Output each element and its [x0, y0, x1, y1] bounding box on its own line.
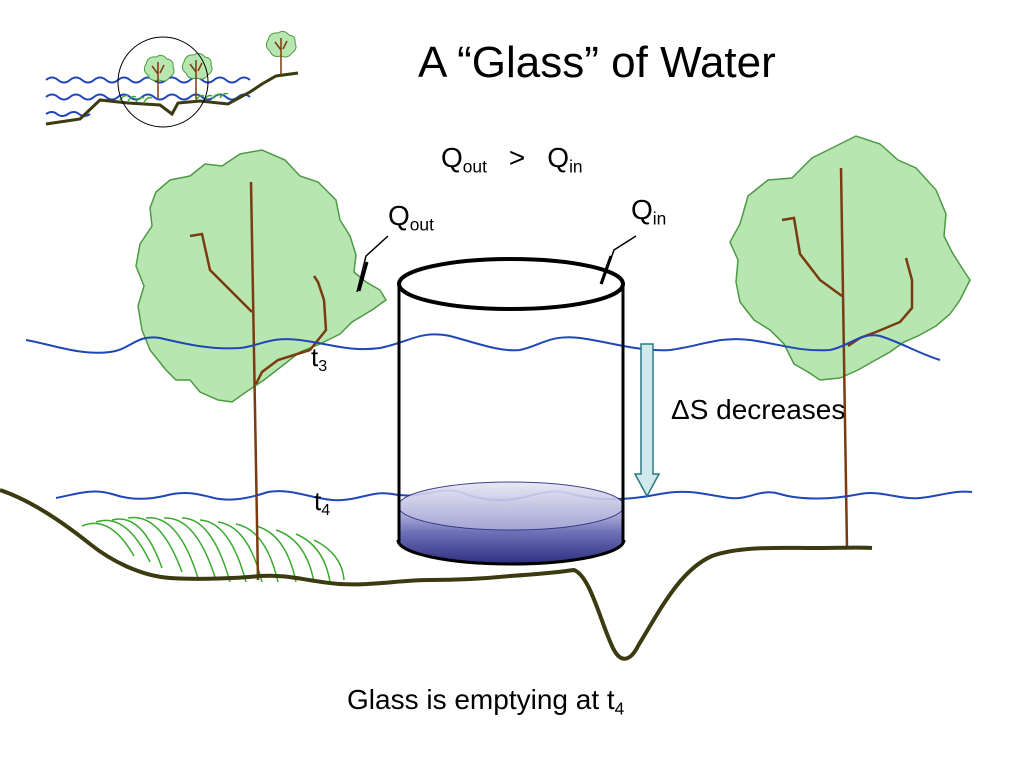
thumbnail-landscape: [45, 30, 299, 128]
left-tree-trunk: [189, 181, 328, 581]
equation-right-subscript: in: [569, 156, 583, 177]
t3-subscript: 3: [318, 357, 328, 376]
q-out-symbol: Q: [388, 200, 410, 231]
storage-change-label: ΔS decreases: [671, 394, 846, 425]
q-out-tick: [357, 261, 369, 292]
t3-label: t3: [311, 342, 328, 376]
q-out-label: Qout: [388, 200, 434, 235]
ground-surface: [0, 488, 873, 661]
equation-left-symbol: Q: [441, 142, 463, 173]
flow-comparison-equation: Qout > Qin: [441, 142, 583, 177]
t3-symbol: t: [311, 342, 319, 372]
thumbnail-tree-1: [143, 54, 175, 98]
equation-operator: >: [508, 142, 526, 173]
storage-decrease-arrow: [633, 343, 661, 498]
thumbnail-ground: [45, 71, 299, 126]
water-line-t3: [25, 333, 941, 361]
q-out-leader-line: [356, 235, 389, 293]
right-tree-canopy: [729, 135, 971, 381]
left-tree-canopy: [135, 149, 387, 403]
t4-symbol: t: [314, 486, 322, 516]
glass: [396, 257, 626, 566]
q-out-subscript: out: [409, 214, 434, 235]
thumbnail-focus-circle: [117, 36, 209, 128]
thumbnail-tree-2: [181, 52, 213, 99]
grass: [81, 516, 345, 583]
t4-subscript: 4: [321, 501, 331, 520]
thumbnail-grass: [119, 92, 229, 103]
equation-right-symbol: Q: [547, 142, 570, 173]
page-title: A “Glass” of Water: [418, 38, 776, 87]
q-in-subscript: in: [652, 208, 667, 229]
equation-left-subscript: out: [462, 156, 487, 177]
t4-label: t4: [314, 486, 331, 520]
water-bottom-rim: [396, 539, 626, 566]
caption-text: Glass is emptying at t: [347, 684, 615, 715]
right-tree: [729, 135, 971, 549]
water-surface: [397, 481, 625, 531]
thumbnail-water-lines: [45, 76, 251, 117]
q-in-label: Qin: [631, 194, 667, 229]
q-in-tick: [599, 255, 613, 285]
thumbnail-tree-3: [265, 30, 297, 75]
q-in-symbol: Q: [631, 194, 653, 225]
caption: Glass is emptying at t4: [347, 684, 625, 719]
glass-rim: [397, 257, 625, 311]
caption-subscript: 4: [614, 698, 625, 719]
water-body: [398, 506, 624, 564]
left-tree: [135, 149, 387, 581]
